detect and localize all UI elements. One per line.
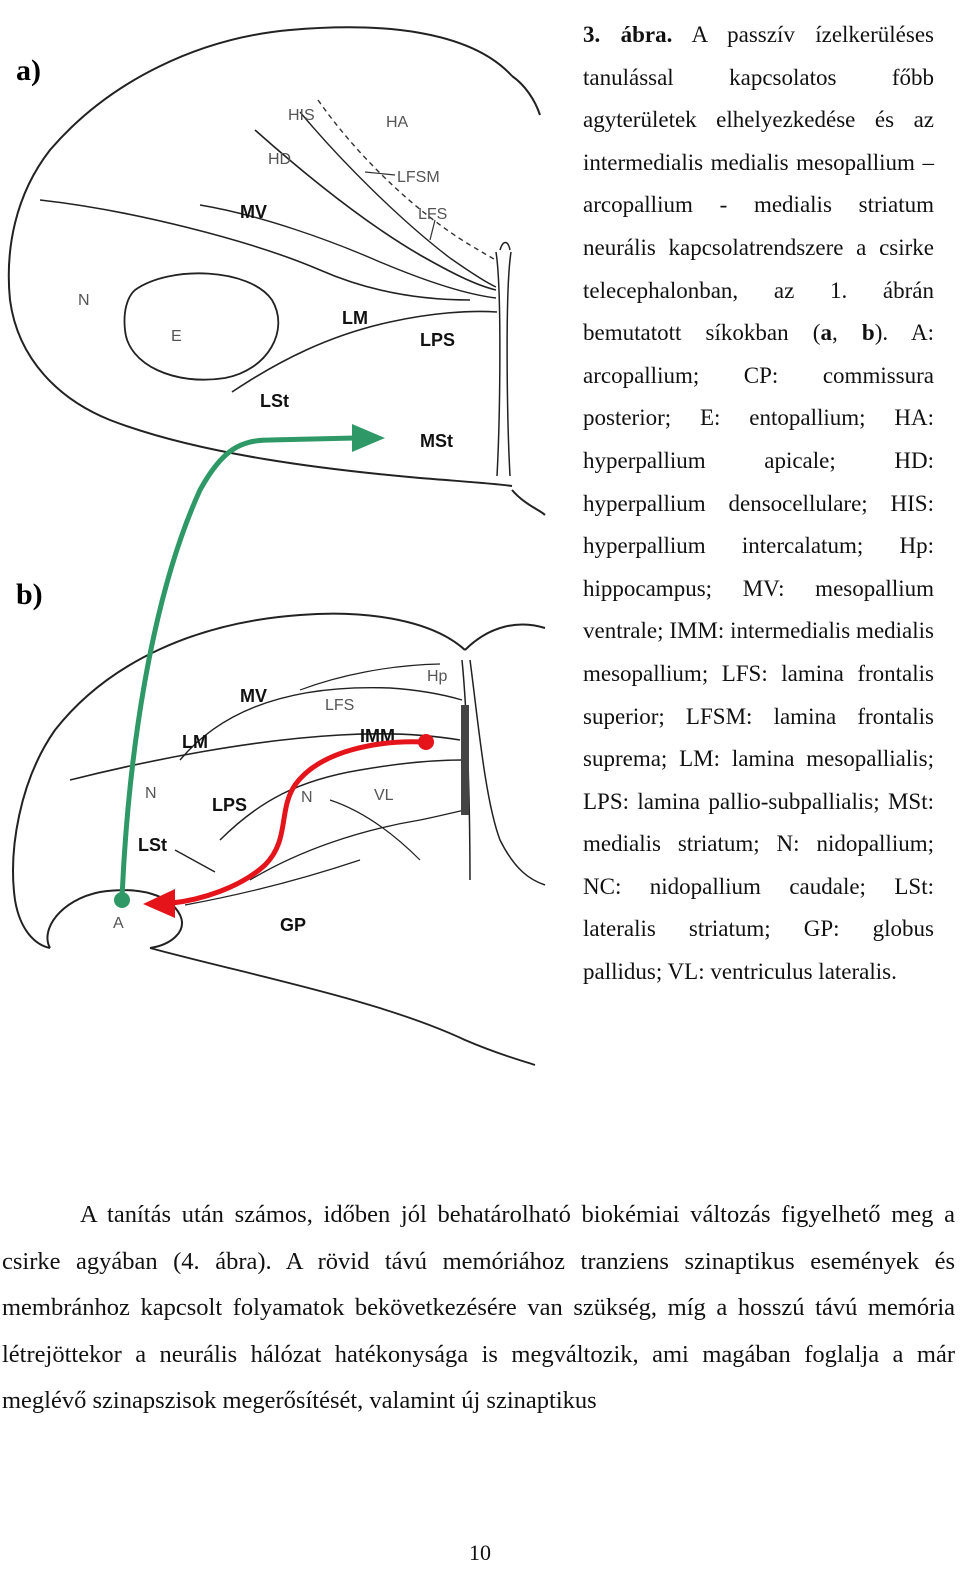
leader-lst-b: [174, 849, 216, 873]
red-arrowhead: [143, 889, 175, 918]
label-a-mv: MV: [240, 202, 267, 222]
brain-section-figure: HIS HA HD LFSM MV LFS N E LM LPS LSt MSt: [7, 26, 546, 1066]
figure-caption: 3. ábra. A passzív ízelkerüléses tanulás…: [583, 14, 934, 994]
lfsm-dashed-line: [317, 99, 497, 261]
label-a-lps: LPS: [420, 330, 455, 350]
label-b-lst: LSt: [138, 835, 167, 855]
caption-text-2: ). A: arcopallium; CP: commissura poster…: [583, 320, 935, 985]
panel-a-outline: [7, 26, 546, 516]
label-a-n: N: [78, 292, 90, 309]
label-a-ha: HA: [386, 114, 409, 131]
label-a-lfs: LFS: [418, 206, 447, 223]
caption-sep: ,: [831, 320, 862, 346]
label-a-mst: MSt: [420, 431, 453, 451]
caption-number: 3. ábra.: [583, 22, 673, 47]
label-b-lps: LPS: [212, 795, 247, 815]
commissura-bar: [461, 705, 469, 815]
label-b-lfs: LFS: [325, 697, 354, 714]
page-number: 10: [469, 1540, 491, 1565]
leader-lfs: [429, 219, 436, 241]
red-origin-dot: [418, 734, 434, 750]
leader-lfsm: [364, 171, 396, 176]
label-b-n-mid: N: [301, 789, 313, 806]
caption-text-1: A passzív ízelkerüléses tanulással kapcs…: [583, 22, 934, 346]
label-b-lm: LM: [182, 732, 208, 752]
panel-label-a: a): [16, 54, 41, 87]
green-pathway: [119, 435, 356, 899]
label-a-lfsm: LFSM: [397, 169, 440, 186]
green-origin-dot: [114, 892, 130, 908]
label-b-vl: VL: [374, 787, 394, 804]
label-a-e: E: [171, 328, 182, 345]
label-a-lst: LSt: [260, 391, 289, 411]
label-a-lm: LM: [342, 308, 368, 328]
panel-label-b: b): [16, 578, 43, 611]
label-b-a: A: [113, 915, 124, 932]
green-arrowhead: [352, 424, 385, 452]
label-a-hd: HD: [268, 151, 291, 168]
red-pathway: [171, 739, 426, 906]
label-b-n-left: N: [145, 785, 157, 802]
label-b-mv: MV: [240, 686, 267, 706]
label-b-hp: Hp: [427, 668, 448, 685]
body-paragraph: A tanítás után számos, időben jól behatá…: [2, 1201, 955, 1414]
caption-panel-b-ref: b: [861, 320, 875, 346]
label-b-gp: GP: [280, 915, 306, 935]
label-a-his: HIS: [288, 107, 315, 124]
caption-panel-a-ref: a: [820, 320, 832, 346]
